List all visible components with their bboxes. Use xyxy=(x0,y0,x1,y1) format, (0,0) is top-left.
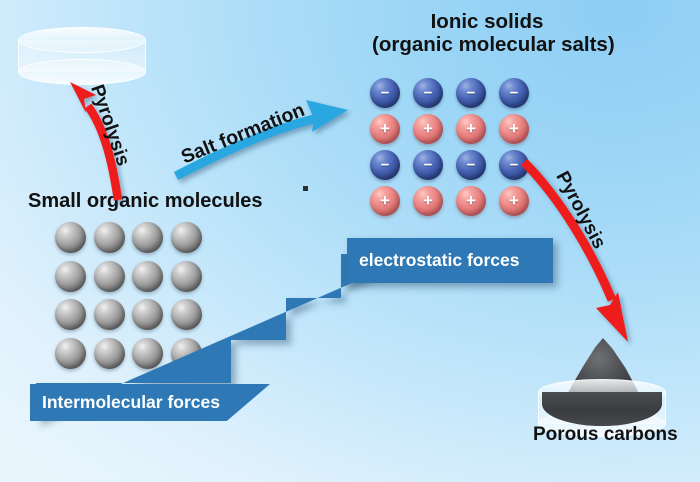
empty-petri-dish xyxy=(18,27,146,85)
organic-molecule-sphere xyxy=(55,222,86,253)
electrostatic-forces-banner: electrostatic forces xyxy=(347,238,553,283)
organic-molecule-sphere xyxy=(93,222,125,253)
organic-molecule-sphere xyxy=(170,260,202,292)
pyrolysis-left-arrow xyxy=(70,82,123,201)
organic-molecule-sphere xyxy=(170,299,202,330)
organic-molecule-sphere xyxy=(55,299,86,330)
organic-molecule-sphere xyxy=(132,299,163,330)
organic-molecule-sphere xyxy=(132,222,163,253)
organic-molecule-sphere xyxy=(55,260,86,292)
ionic-solids-title-line2: (organic molecular salts) xyxy=(372,32,615,56)
image-artifact-dot xyxy=(303,186,308,191)
organic-molecule-sphere xyxy=(170,222,202,253)
organic-molecule-sphere xyxy=(93,299,125,330)
ionic-solids-title: Ionic solids (organic molecular salts) xyxy=(372,10,615,57)
intermolecular-forces-label: Intermolecular forces xyxy=(42,392,220,412)
organic-molecule-sphere xyxy=(132,337,163,369)
small-organic-molecules-label: Small organic molecules xyxy=(28,190,263,212)
carbon-powder-bed xyxy=(542,392,662,426)
anion-sphere: − xyxy=(456,150,486,180)
porous-carbons-label: Porous carbons xyxy=(533,424,678,445)
intermolecular-forces-banner: Intermolecular forces xyxy=(30,384,270,421)
organic-molecule-sphere xyxy=(93,337,125,369)
organic-molecule-sphere xyxy=(132,260,163,292)
ionic-solids-title-line1: Ionic solids xyxy=(430,10,544,33)
salt-formation-arrow xyxy=(173,100,348,180)
organic-molecule-sphere xyxy=(93,260,125,292)
organic-molecule-sphere xyxy=(55,337,86,369)
pyrolysis-right-arrow xyxy=(520,158,628,342)
electrostatic-forces-label: electrostatic forces xyxy=(359,250,520,270)
petri-dish-base xyxy=(18,59,146,85)
